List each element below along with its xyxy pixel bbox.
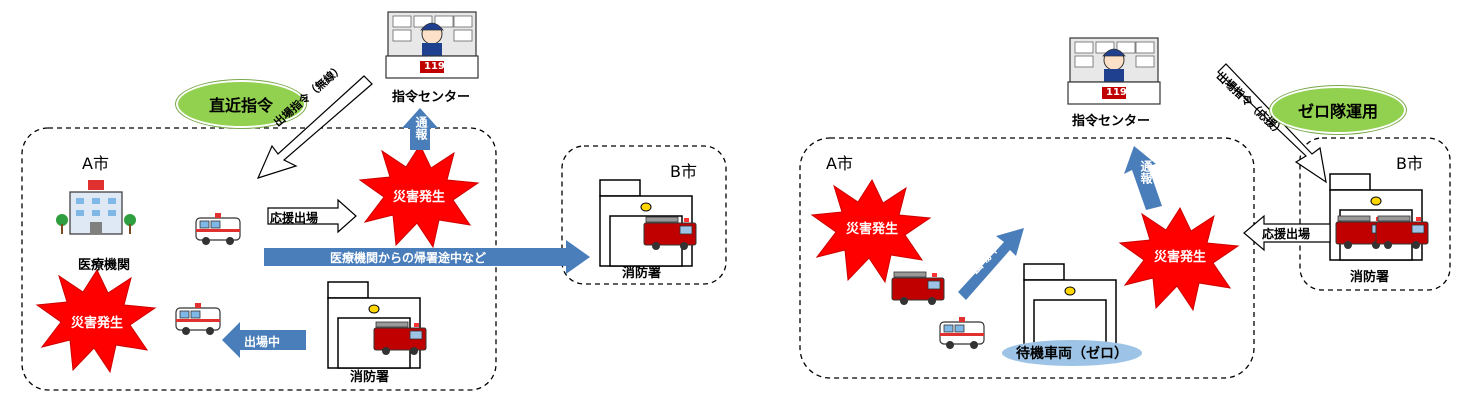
support-arrow [267, 198, 357, 234]
ambulance-icon [175, 302, 221, 336]
city-b-label: B市 [1396, 154, 1423, 173]
standby-station-icon [1023, 263, 1117, 351]
fire-station-b-label: 消防署 [622, 266, 662, 281]
returning-arrow [264, 240, 590, 274]
ambulance-icon [939, 316, 985, 350]
city-a-label: A市 [826, 154, 853, 173]
report-arrow-label: 通報 [1139, 160, 1153, 184]
disaster-label: 災害発生 [70, 316, 123, 331]
direct-directive-label: 直近指令 [176, 80, 306, 128]
hospital-icon [55, 179, 137, 235]
disaster-label: 災害発生 [392, 190, 445, 205]
city-a-boundary-right [799, 137, 1255, 379]
city-b-label: B市 [670, 162, 697, 181]
support-arrow [1243, 214, 1331, 252]
standby-vehicle-label: 待機車両（ゼロ） [1002, 340, 1142, 366]
ambulance-icon [195, 212, 241, 246]
dispatching-arrow [958, 228, 1024, 300]
report-arrow [402, 108, 438, 150]
returning-arrow-label: 医療機関からの帰署途中など [330, 251, 487, 265]
firetruck-icon [373, 321, 427, 356]
dispatching-arrow-label: 出場中 [244, 335, 281, 349]
dispatching-arrow [222, 322, 306, 358]
fire-station-b-label: 消防署 [1350, 270, 1390, 285]
disaster-label: 災害発生 [845, 222, 898, 237]
sign-119: 119 [1106, 87, 1127, 98]
fire-station-label: 消防署 [350, 370, 390, 385]
report-arrow [1124, 146, 1162, 210]
medical-institution-label: 医療機関 [78, 258, 131, 273]
support-arrow-label: 応援出場 [1262, 227, 1311, 241]
report-arrow-label: 通報 [414, 116, 428, 140]
city-b-boundary-left [561, 145, 727, 285]
command-center-label: 指令センター [392, 90, 471, 105]
sign-119: 119 [424, 61, 445, 72]
command-center-label: 指令センター [1072, 114, 1151, 129]
dispatch-order-arrow [256, 75, 373, 179]
zero-unit-operation-label: ゼロ隊運用 [1270, 86, 1406, 134]
firetruck-icon [891, 271, 945, 306]
disaster-label: 災害発生 [1153, 250, 1206, 265]
firetruck-icon [1375, 215, 1429, 250]
support-arrow-label: 応援出場 [270, 211, 319, 225]
city-a-label: A市 [82, 154, 109, 173]
dispatch-order-arrow [1217, 63, 1327, 184]
city-b-boundary-right [1299, 137, 1451, 291]
firetruck-icon [643, 216, 697, 251]
